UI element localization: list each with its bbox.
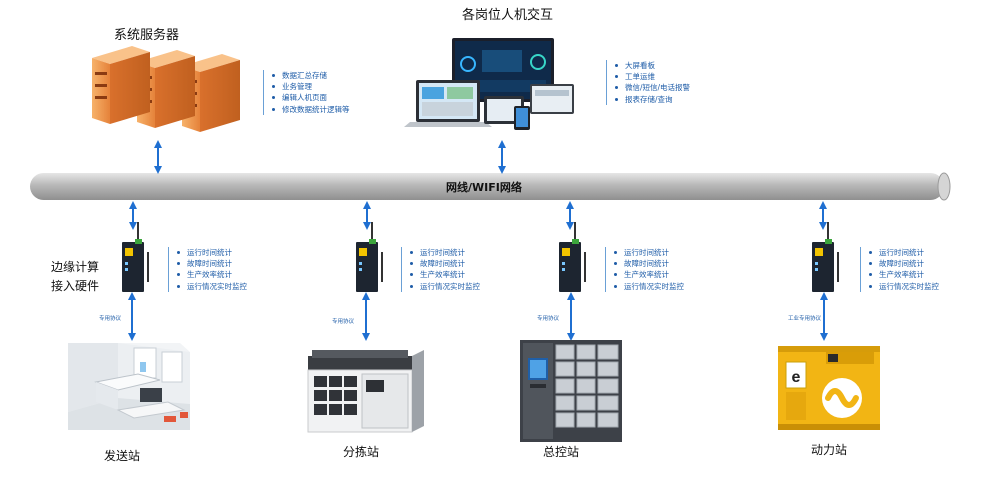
- hmi-devices-icon: [404, 38, 574, 130]
- hmi-feature-item: 微信/短信/电话报警: [614, 82, 690, 93]
- edge-gateway-icon: [356, 222, 383, 292]
- protocol-label: 专用协议: [537, 316, 560, 322]
- station-name: 动力站: [811, 443, 848, 457]
- hmi-feature-list: 大屏看板 工单运维 微信/短信/电话报警 报表存储/查询: [606, 60, 690, 105]
- gateway-feature-item: 故障时间统计: [868, 258, 939, 269]
- power-station-image: e: [778, 346, 880, 430]
- gateway-feature-list: 运行时间统计 故障时间统计 生产效率统计 运行情况实时监控: [605, 247, 684, 292]
- edge-hardware-label: 边缘计算 接入硬件: [51, 258, 99, 296]
- edge-gateway-icon: [559, 222, 586, 292]
- hmi-title: 各岗位人机交互: [462, 8, 554, 23]
- gateway-feature-item: 运行情况实时监控: [176, 281, 247, 292]
- server-feature-item: 修改数据统计逻辑等: [271, 104, 350, 115]
- edge-label-line: 边缘计算: [51, 260, 100, 274]
- hmi-feature-item: 大屏看板: [614, 60, 690, 71]
- station-name: 总控站: [543, 445, 580, 459]
- gateway-feature-item: 生产效率统计: [868, 269, 939, 280]
- gateway-feature-item: 生产效率统计: [176, 269, 247, 280]
- gateway-feature-list: 运行时间统计 故障时间统计 生产效率统计 运行情况实时监控: [860, 247, 939, 292]
- gateway-feature-item: 运行情况实时监控: [613, 281, 684, 292]
- gateway-feature-item: 生产效率统计: [613, 269, 684, 280]
- gateway-feature-item: 运行时间统计: [613, 247, 684, 258]
- gateway-feature-item: 运行时间统计: [176, 247, 247, 258]
- gateway-feature-item: 运行情况实时监控: [409, 281, 480, 292]
- server-rack-icon: [92, 46, 240, 132]
- gateway-feature-item: 故障时间统计: [176, 258, 247, 269]
- gateway-feature-list: 运行时间统计 故障时间统计 生产效率统计 运行情况实时监控: [401, 247, 480, 292]
- gateway-feature-item: 运行情况实时监控: [868, 281, 939, 292]
- hmi-feature-item: 工单运维: [614, 71, 690, 82]
- control-station-image: [520, 340, 622, 442]
- edge-label-line: 接入硬件: [51, 279, 100, 293]
- svg-text:e: e: [792, 369, 801, 386]
- network-bus: [30, 172, 951, 201]
- server-feature-item: 编辑人机页面: [271, 92, 350, 103]
- server-feature-item: 数据汇总存储: [271, 70, 350, 81]
- gateway-feature-item: 运行时间统计: [868, 247, 939, 258]
- gateway-feature-item: 故障时间统计: [613, 258, 684, 269]
- protocol-label: 工业专用协议: [788, 316, 822, 322]
- sorting-station-image: [307, 350, 424, 433]
- gateway-feature-list: 运行时间统计 故障时间统计 生产效率统计 运行情况实时监控: [168, 247, 247, 292]
- network-bus-label: 网线/WIFI网络: [446, 181, 522, 194]
- server-feature-item: 业务管理: [271, 81, 350, 92]
- sending-station-image: [68, 343, 190, 430]
- server-feature-list: 数据汇总存储 业务管理 编辑人机页面 修改数据统计逻辑等: [263, 70, 350, 115]
- station-name: 分拣站: [343, 445, 380, 459]
- edge-gateway-icon: [812, 222, 839, 292]
- gateway-feature-item: 故障时间统计: [409, 258, 480, 269]
- gateway-feature-item: 生产效率统计: [409, 269, 480, 280]
- server-title: 系统服务器: [114, 28, 180, 43]
- edge-gateway-icon: [122, 222, 149, 292]
- gateway-feature-item: 运行时间统计: [409, 247, 480, 258]
- protocol-label: 专用协议: [99, 316, 122, 322]
- hmi-feature-item: 报表存储/查询: [614, 94, 690, 105]
- station-name: 发送站: [104, 449, 141, 463]
- protocol-label: 专用协议: [332, 319, 355, 325]
